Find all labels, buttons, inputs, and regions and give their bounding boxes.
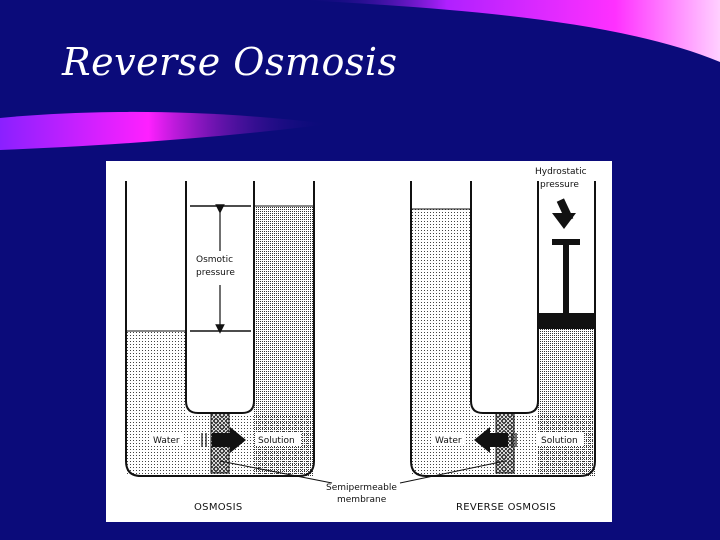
osmosis-apparatus: Osmotic pressure Water Solution OSMOSIS xyxy=(125,181,315,513)
ro-water-label: Water xyxy=(435,436,462,446)
osmosis-diagram: Osmotic pressure Water Solution OSMOSIS xyxy=(106,161,612,522)
osmosis-solution-label: Solution xyxy=(258,436,295,446)
ro-flow-arrow xyxy=(474,427,517,453)
membrane-label-2: membrane xyxy=(337,495,387,505)
top-swoosh xyxy=(300,0,720,62)
hydrostatic-label-2: pressure xyxy=(540,180,579,190)
hydrostatic-label-1: Hydrostatic xyxy=(535,167,587,177)
slide-title: Reverse Osmosis xyxy=(62,40,398,84)
ro-caption: REVERSE OSMOSIS xyxy=(456,502,556,513)
membrane-label-1: Semipermeable xyxy=(326,483,397,493)
osmosis-flow-arrow xyxy=(201,427,246,453)
osmotic-pressure-label-1: Osmotic xyxy=(196,255,233,265)
reverse-osmosis-apparatus: Hydrostatic pressure Water Solution REVE… xyxy=(410,167,596,513)
osmotic-pressure-label-2: pressure xyxy=(196,268,235,278)
ro-solution-label: Solution xyxy=(541,436,578,446)
hydrostatic-arrow xyxy=(552,198,576,229)
osmosis-water-label: Water xyxy=(153,436,180,446)
osmosis-caption: OSMOSIS xyxy=(194,502,242,513)
membrane-callout: Semipermeable membrane xyxy=(219,460,506,505)
piston xyxy=(538,313,595,329)
mid-swoosh xyxy=(0,111,330,150)
